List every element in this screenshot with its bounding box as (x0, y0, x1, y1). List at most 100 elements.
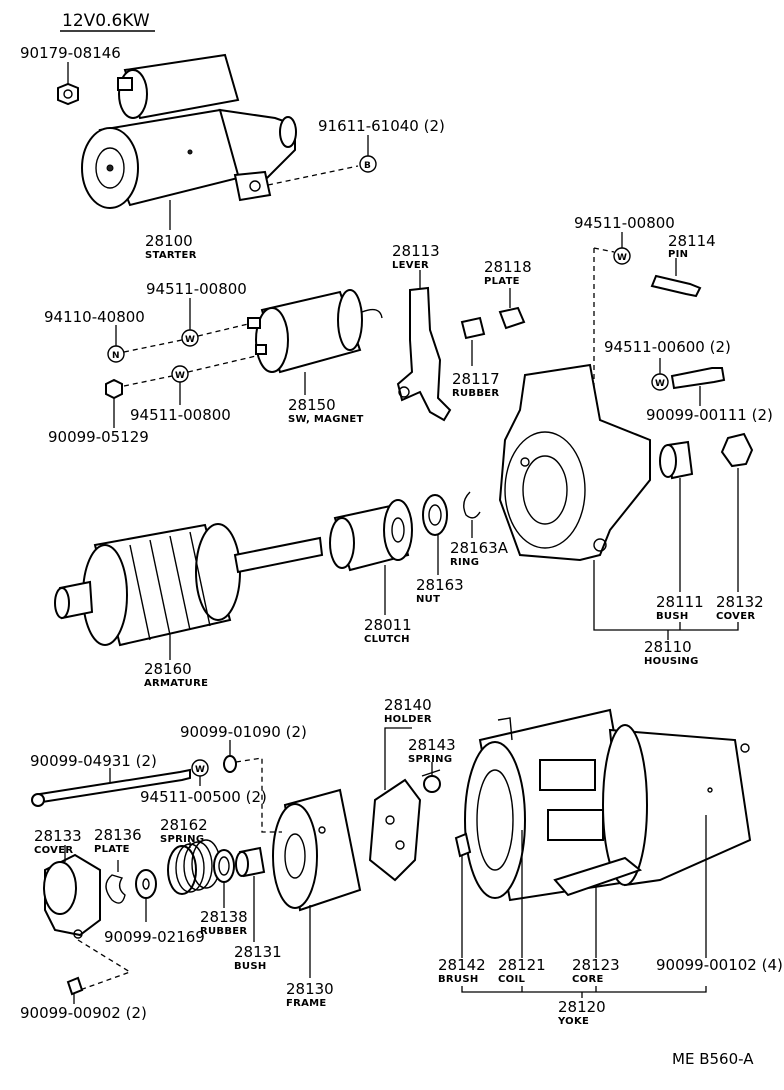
label-28100: 28100 (145, 232, 193, 250)
svg-text:B: B (364, 161, 371, 171)
label-28138: 28138 (200, 908, 248, 926)
svg-text:N: N (112, 351, 120, 361)
label-90099-02169: 90099-02169 (104, 928, 205, 946)
label-brush: BRUSH (438, 974, 479, 985)
label-28111: 28111 (656, 593, 704, 611)
diagram-title: 12V0.6KW (62, 11, 150, 31)
label-plate-28136: PLATE (94, 844, 130, 855)
label-28163: 28163 (416, 576, 464, 594)
label-rubber-28117: RUBBER (452, 388, 499, 399)
label-28142: 28142 (438, 956, 486, 974)
label-plate: PLATE (484, 276, 520, 287)
nut-28163 (422, 494, 448, 536)
label-nut: NUT (416, 594, 440, 605)
yoke-shell (602, 724, 752, 887)
label-28113: 28113 (392, 242, 440, 260)
label-starter: STARTER (145, 250, 197, 261)
label-28160: 28160 (144, 660, 192, 678)
label-28136: 28136 (94, 826, 142, 844)
label-lever: LEVER (392, 260, 429, 271)
label-94511-00800-mid: 94511-00800 (146, 280, 247, 298)
spring-28143 (421, 769, 441, 793)
label-armature: ARMATURE (144, 678, 208, 689)
pin-28114 (650, 274, 702, 298)
plate-28118 (498, 306, 526, 330)
svg-text:W: W (195, 765, 205, 775)
label-cover-28133: COVER (34, 845, 73, 856)
label-28140: 28140 (384, 696, 432, 714)
rubber-28117 (460, 316, 486, 340)
sw-magnet (247, 289, 383, 374)
starter-assembly (57, 53, 297, 209)
cover-28132 (720, 432, 754, 468)
label-90099-00902: 90099-00902 (2) (20, 1004, 147, 1022)
label-28132: 28132 (716, 593, 764, 611)
label-94511-00600: 94511-00600 (2) (604, 338, 731, 356)
label-clutch: CLUTCH (364, 634, 410, 645)
label-housing: HOUSING (644, 656, 699, 667)
label-28162: 28162 (160, 816, 208, 834)
label-90099-00111: 90099-00111 (2) (646, 406, 773, 424)
label-pin: PIN (668, 249, 688, 260)
label-94511-00800-low: 94511-00800 (130, 406, 231, 424)
label-90099-00102: 90099-00102 (4) (656, 956, 783, 974)
label-90099-04931: 90099-04931 (2) (30, 752, 157, 770)
svg-text:W: W (185, 335, 195, 345)
label-28121: 28121 (498, 956, 546, 974)
clutch (329, 499, 413, 572)
armature (54, 523, 324, 647)
label-28120: 28120 (558, 998, 606, 1016)
label-frame: FRAME (286, 998, 327, 1009)
svg-text:W: W (655, 379, 665, 389)
label-core: CORE (572, 974, 604, 985)
label-94511-00500: 94511-00500 (2) (140, 788, 267, 806)
yoke-assembly (464, 708, 642, 902)
bush-28111 (659, 440, 694, 480)
label-28130: 28130 (286, 980, 334, 998)
label-yoke: YOKE (557, 1016, 589, 1027)
label-28011: 28011 (364, 616, 412, 634)
label-28110: 28110 (644, 638, 692, 656)
label-28117: 28117 (452, 370, 500, 388)
label-90099-05129: 90099-05129 (48, 428, 149, 446)
svg-text:W: W (175, 371, 185, 381)
label-28123: 28123 (572, 956, 620, 974)
label-28150: 28150 (288, 396, 336, 414)
lever (396, 286, 452, 422)
label-28143: 28143 (408, 736, 456, 754)
cover-28133 (43, 853, 101, 939)
spring-28162 (167, 839, 221, 895)
label-91611-61040: 91611-61040 (2) (318, 117, 445, 135)
plate-28136 (105, 874, 126, 904)
screw-90099-00902 (66, 976, 84, 996)
label-bush-28111: BUSH (656, 611, 689, 622)
label-28118: 28118 (484, 258, 532, 276)
label-spring-28162: SPRING (160, 834, 204, 845)
label-28114: 28114 (668, 232, 716, 250)
label-spring-28143: SPRING (408, 754, 452, 765)
label-cover-28132: COVER (716, 611, 755, 622)
housing (498, 363, 651, 562)
label-bush-28131: BUSH (234, 961, 267, 972)
label-28131: 28131 (234, 943, 282, 961)
bolt-90099-00111 (670, 367, 726, 390)
ring-28163a (463, 491, 481, 519)
label-coil: COIL (498, 974, 525, 985)
label-90179-08146: 90179-08146 (20, 44, 121, 62)
core-28123 (553, 856, 643, 897)
rubber-28138 (213, 849, 235, 883)
label-90099-01090: 90099-01090 (2) (180, 723, 307, 741)
label-28163A: 28163A (450, 539, 509, 557)
brush-holder (368, 778, 422, 882)
svg-text:W: W (617, 253, 627, 263)
label-94511-00800-top: 94511-00800 (574, 214, 675, 232)
washer-90099-02169 (135, 869, 157, 899)
label-holder: HOLDER (384, 714, 432, 725)
label-94110-40800: 94110-40800 (44, 308, 145, 326)
label-rubber-28138: RUBBER (200, 926, 247, 937)
label-ring: RING (450, 557, 479, 568)
bush-28131 (235, 846, 266, 878)
label-sw-magnet: SW, MAGNET (288, 414, 364, 425)
label-28133: 28133 (34, 827, 82, 845)
